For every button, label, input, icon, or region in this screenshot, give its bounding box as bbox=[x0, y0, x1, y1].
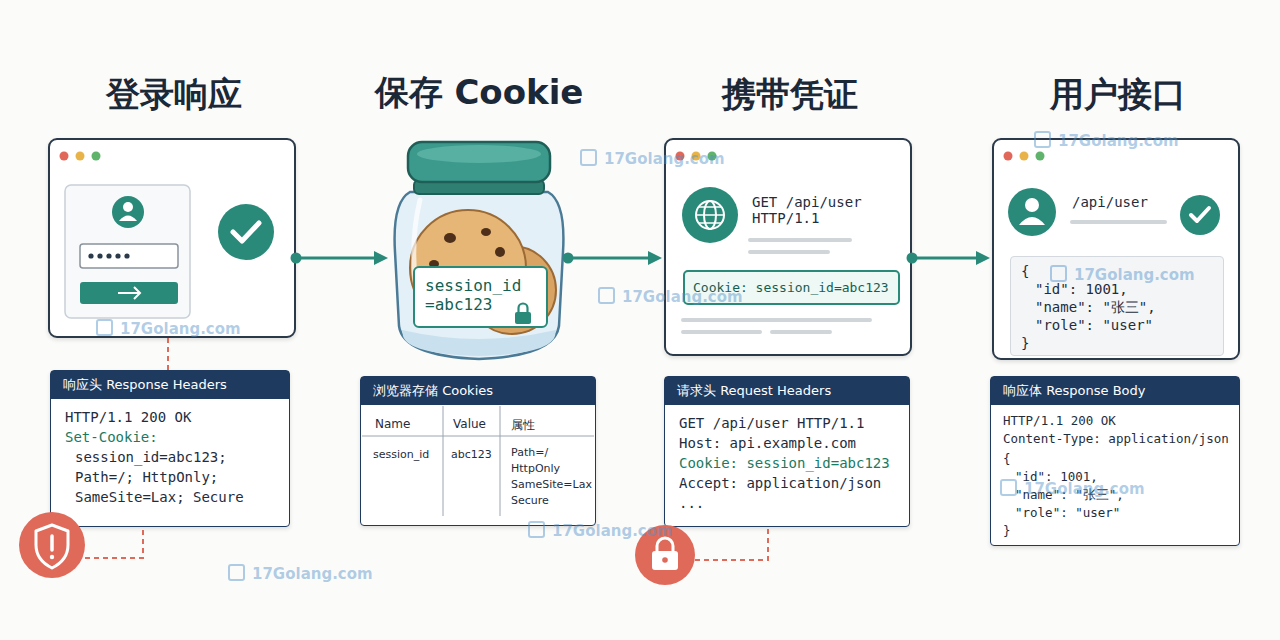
dashed-leader bbox=[168, 338, 169, 370]
watermark: 17Golang.com bbox=[598, 288, 743, 306]
node-text: GET /api/user HTTP/1.1 bbox=[679, 415, 864, 431]
node-text: session_id bbox=[373, 447, 429, 463]
node-text: Cookie: session_id=abc123 bbox=[679, 455, 890, 471]
node-text: GET /api/user HTTP/1.1 bbox=[752, 194, 870, 226]
watermark: 17Golang.com bbox=[1034, 132, 1179, 150]
cookie-tag: session_id =abc123 bbox=[413, 266, 548, 328]
cookie-table: 浏览器存储 CookiesName Value 属性 session_id abc123… bbox=[360, 376, 596, 526]
node-text: Path=/; HttpOnly; bbox=[75, 469, 218, 485]
column-heading: 保存 Cookie bbox=[349, 70, 609, 116]
node-text: Content-Type: application/json bbox=[1003, 431, 1229, 446]
column-heading: 携带凭证 bbox=[646, 72, 934, 118]
node-text: /api/user bbox=[1072, 194, 1148, 210]
node-text: Path=/ HttpOnly SameSite=Lax Secure bbox=[511, 445, 593, 509]
node-text: ... bbox=[679, 495, 704, 511]
column-heading: 用户接口 bbox=[974, 72, 1262, 118]
node-text: abc123 bbox=[451, 447, 492, 463]
request-header-panel: 请求头 Request HeadersGET /api/user HTTP/1.… bbox=[664, 376, 910, 527]
flow-arrow bbox=[563, 251, 663, 265]
node-text: Set-Cookie: bbox=[65, 429, 158, 445]
node-text: "role": "user" bbox=[1015, 505, 1120, 520]
browser-window: 用户接口/api/user{"id": 1001,"name": "张三","r… bbox=[992, 138, 1240, 360]
column-heading: 登录响应 bbox=[30, 72, 318, 118]
jar-shape bbox=[390, 140, 568, 362]
node-text: HTTP/1.1 200 OK bbox=[65, 409, 191, 425]
flow-arrow bbox=[291, 251, 389, 265]
node-text: HTTP/1.1 200 OK bbox=[1003, 413, 1116, 428]
node-text: Accept: application/json bbox=[679, 475, 881, 491]
node-text: session_id =abc123 bbox=[425, 276, 529, 314]
node-text: 请求头 Request Headers bbox=[677, 382, 831, 400]
watermark: 17Golang.com bbox=[96, 320, 241, 338]
node-text: 属性 bbox=[511, 417, 535, 434]
watermark: 17Golang.com bbox=[1050, 266, 1195, 284]
node-text: "role": "user" bbox=[1035, 317, 1153, 333]
node-text: { bbox=[1021, 263, 1029, 279]
node-text: Name bbox=[375, 417, 410, 431]
node-text: Host: api.example.com bbox=[679, 435, 856, 451]
node-text: SameSite=Lax; Secure bbox=[75, 489, 244, 505]
cookie-jar: 保存 Cookiesession_id =abc123 bbox=[390, 140, 568, 362]
node-text: 响应头 Response Headers bbox=[63, 376, 227, 394]
watermark: 17Golang.com bbox=[528, 522, 673, 540]
response-header-panel: 响应头 Response HeadersHTTP/1.1 200 OK Set-C… bbox=[50, 370, 290, 527]
node-text: } bbox=[1003, 523, 1011, 538]
node-text: Value bbox=[453, 417, 486, 431]
node-text: "name": "张三", bbox=[1035, 299, 1156, 317]
response-body-panel: 响应体 Response BodyHTTP/1.1 200 OK Content-… bbox=[990, 376, 1240, 546]
browser-window: 登录响应 bbox=[48, 138, 296, 338]
watermark: 17Golang.com bbox=[1000, 480, 1145, 498]
node-text: } bbox=[1021, 335, 1029, 351]
watermark: 17Golang.com bbox=[580, 150, 725, 168]
flow-arrow bbox=[907, 251, 991, 265]
node-text: 浏览器存储 Cookies bbox=[373, 382, 493, 400]
node-text: session_id=abc123; bbox=[75, 449, 227, 465]
node-text: { bbox=[1003, 451, 1011, 466]
node-text: 响应体 Response Body bbox=[1003, 382, 1146, 400]
watermark: 17Golang.com bbox=[228, 565, 373, 583]
browser-window: 携带凭证GET /api/user HTTP/1.1Cookie: sessio… bbox=[664, 138, 912, 356]
